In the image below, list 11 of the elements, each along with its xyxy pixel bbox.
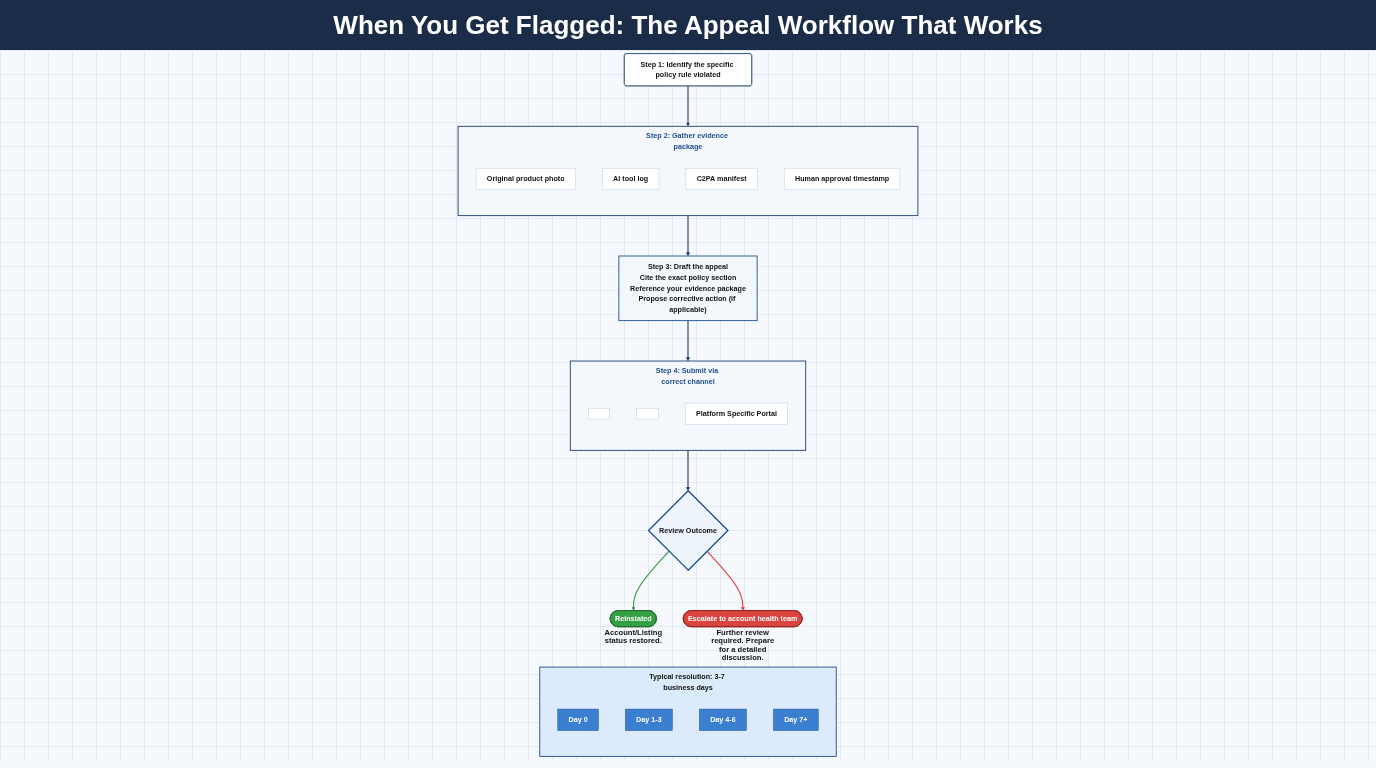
node-caption: Further review required. Prepare for a detailed discussion. [711,627,775,663]
arrow [631,550,670,611]
arrow [686,320,690,362]
arrow [686,449,690,491]
node-box [588,408,610,420]
arrow [686,85,690,127]
node-box [636,408,659,420]
node-caption: Account/Listing status restored. [604,627,663,646]
title: When You Get Flagged: The Appeal Workflow That Works [333,9,1043,41]
arrow [686,215,690,257]
arrow [706,550,745,611]
